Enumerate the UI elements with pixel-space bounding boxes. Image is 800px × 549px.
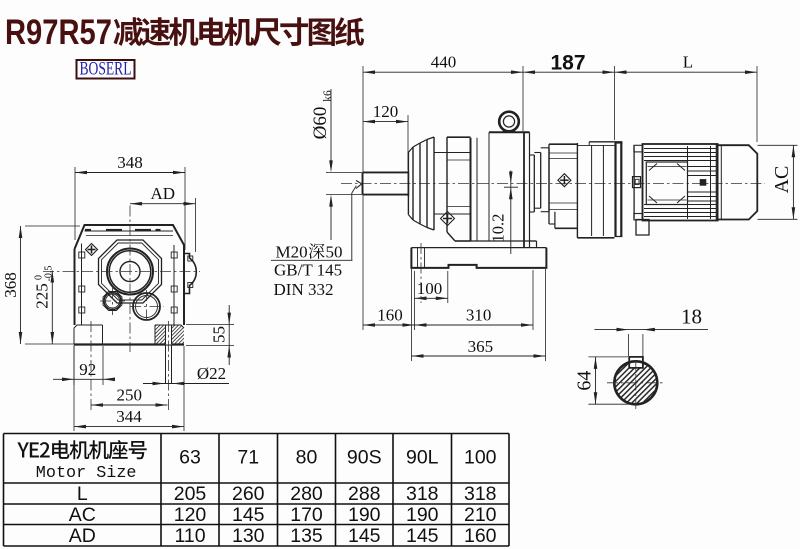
- svg-text:280: 280: [290, 483, 323, 505]
- svg-text:348: 348: [117, 153, 143, 172]
- svg-text:Ø60: Ø60: [310, 107, 331, 140]
- svg-text:160: 160: [377, 306, 403, 325]
- svg-text:190: 190: [348, 504, 381, 526]
- svg-text:GB/T 145: GB/T 145: [274, 261, 342, 280]
- svg-text:145: 145: [348, 525, 381, 547]
- svg-text:100: 100: [464, 447, 497, 469]
- svg-text:187: 187: [550, 52, 585, 75]
- svg-text:318: 318: [464, 483, 497, 505]
- svg-text:260: 260: [232, 483, 265, 505]
- svg-text:92: 92: [79, 360, 96, 379]
- svg-text:250: 250: [117, 386, 143, 405]
- svg-text:55: 55: [210, 326, 229, 343]
- svg-text:AC: AC: [771, 166, 793, 194]
- svg-text:120: 120: [373, 102, 399, 121]
- svg-text:AD: AD: [69, 525, 96, 547]
- svg-text:80: 80: [296, 447, 318, 469]
- svg-text:18: 18: [681, 305, 702, 329]
- svg-text:0: 0: [34, 275, 45, 280]
- svg-text:318: 318: [406, 483, 439, 505]
- svg-text:190: 190: [406, 504, 439, 526]
- svg-text:145: 145: [406, 525, 439, 547]
- svg-text:64: 64: [574, 371, 596, 391]
- svg-text:130: 130: [232, 525, 265, 547]
- svg-text:71: 71: [237, 447, 259, 469]
- svg-text:170: 170: [290, 504, 323, 526]
- svg-text:10.2: 10.2: [488, 214, 507, 243]
- svg-text:M20: M20: [276, 243, 308, 262]
- svg-text:145: 145: [232, 504, 265, 526]
- svg-text:160: 160: [464, 525, 497, 547]
- svg-text:205: 205: [174, 483, 207, 505]
- svg-text:90S: 90S: [347, 447, 382, 469]
- svg-text:100: 100: [417, 279, 443, 298]
- svg-text:R97R57: R97R57: [5, 13, 112, 52]
- svg-text:344: 344: [116, 407, 142, 426]
- svg-text:L: L: [683, 53, 693, 72]
- svg-text:225: 225: [33, 283, 52, 309]
- svg-text:135: 135: [290, 525, 323, 547]
- svg-text:288: 288: [348, 483, 381, 505]
- svg-text:Ø22: Ø22: [197, 364, 226, 383]
- svg-text:DIN 332: DIN 332: [274, 280, 334, 299]
- svg-text:AC: AC: [69, 504, 96, 526]
- svg-text:365: 365: [468, 337, 494, 356]
- svg-text:368: 368: [1, 272, 20, 298]
- svg-text:210: 210: [464, 504, 497, 526]
- svg-text:120: 120: [174, 504, 207, 526]
- svg-text:50: 50: [326, 243, 343, 262]
- svg-text:63: 63: [179, 447, 201, 469]
- svg-text:90L: 90L: [406, 447, 439, 469]
- svg-text:BOSERL: BOSERL: [80, 59, 132, 80]
- svg-text:k6: k6: [322, 90, 334, 102]
- svg-text:-0.5: -0.5: [44, 266, 55, 282]
- svg-text:Motor Size: Motor Size: [36, 464, 137, 483]
- svg-text:310: 310: [466, 306, 492, 325]
- svg-text:AD: AD: [150, 184, 175, 203]
- svg-text:110: 110: [174, 525, 205, 547]
- svg-text:L: L: [77, 483, 88, 505]
- svg-text:440: 440: [431, 53, 457, 72]
